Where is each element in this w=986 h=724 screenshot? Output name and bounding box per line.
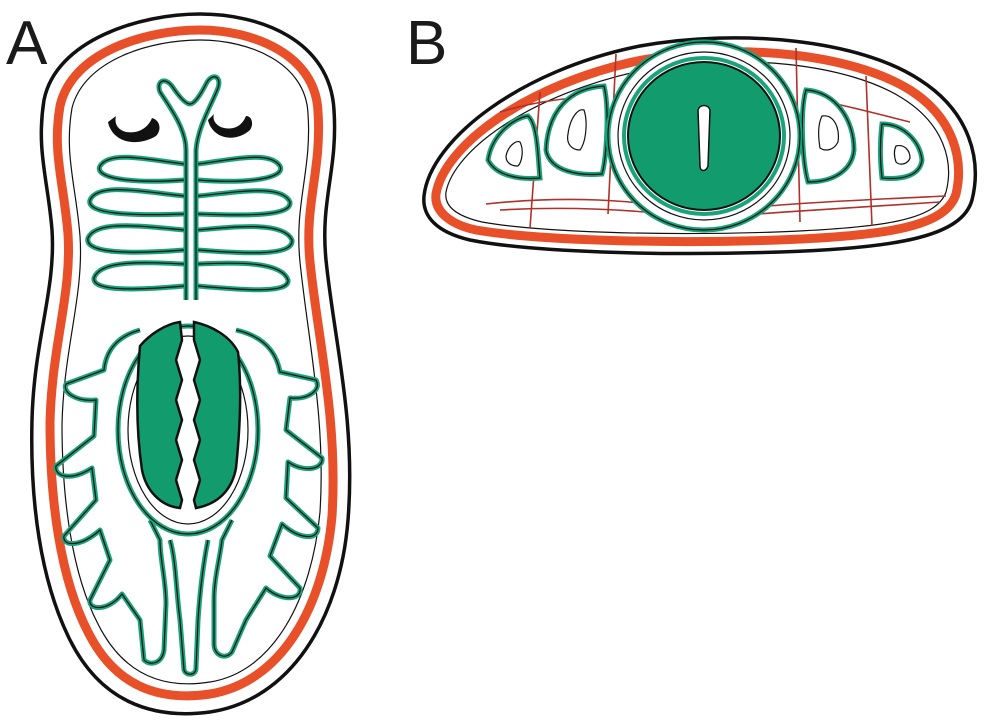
- panel-b: B: [406, 9, 975, 254]
- panel-a-label: A: [6, 9, 48, 78]
- panel-b-label: B: [406, 9, 447, 78]
- pharynx-left-half: [137, 322, 182, 508]
- pharynx-lumen: [698, 106, 710, 171]
- panel-a: A: [6, 9, 350, 714]
- pharynx-right-half: [194, 322, 240, 508]
- pharynx-cross-section: [608, 42, 800, 230]
